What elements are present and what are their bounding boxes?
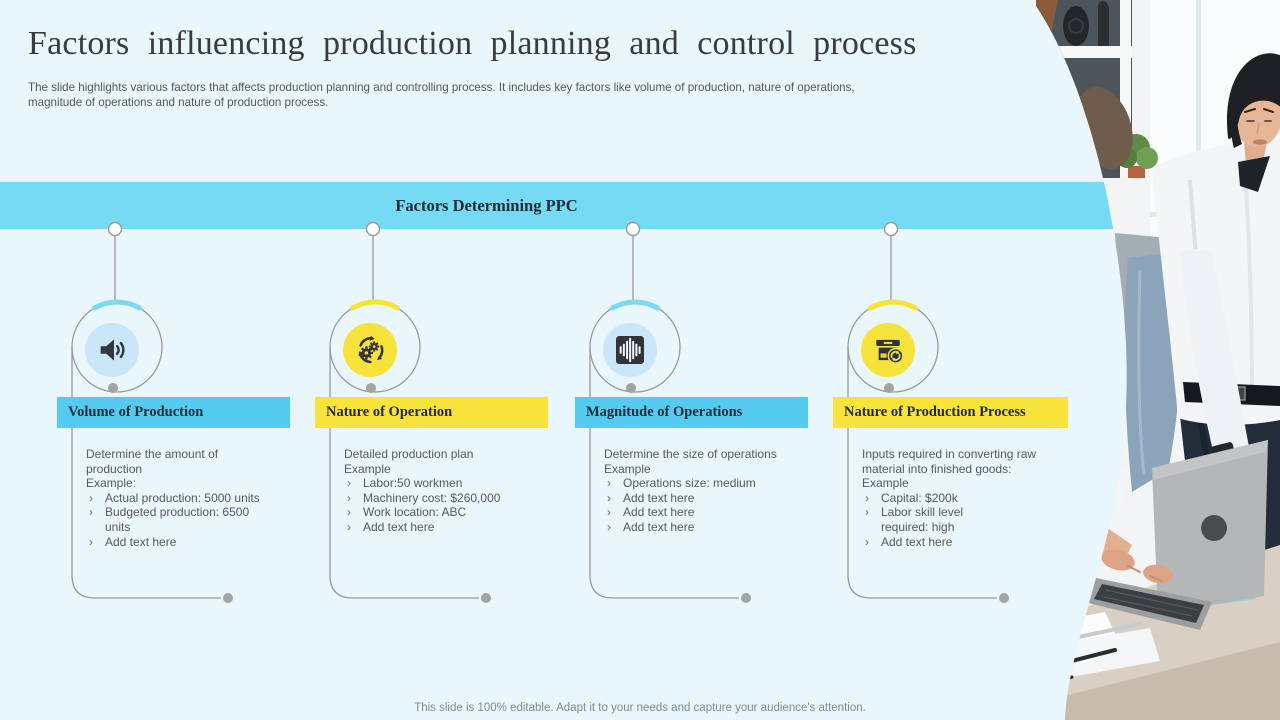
factor-icon-badge [85,323,139,377]
connector-graphic [329,221,491,603]
intro-line: Example [862,476,909,491]
factor-title: Volume of Production [57,397,290,428]
factor-icon-badge [343,323,397,377]
gears-sync-icon [358,335,384,364]
box-refresh-icon [876,339,904,364]
bullet-item: Add text here [86,535,290,550]
editable-note: This slide is 100% editable. Adapt it to… [414,702,866,714]
factor-title: Magnitude of Operations [575,397,808,428]
speaker-icon [100,339,125,361]
bullet-item: Labor skill level required: high [862,505,1066,534]
intro-line: Determine the size of operations [604,447,777,461]
connector-graphic [71,221,233,603]
factor-title: Nature of Operation [315,397,548,428]
photo-window [1150,0,1280,250]
waveform-icon [616,336,644,364]
connector-graphic [847,221,1009,603]
photo-hands [1088,520,1173,584]
bullet-list: Capital: $200kLabor skill level required… [862,491,1066,549]
factor-column-magnitude-of-operations: Magnitude of Operations Determine the si… [575,215,808,615]
bullet-list: Operations size: mediumAdd text hereAdd … [604,476,808,534]
intro-line: Example: [86,476,137,491]
factor-column-volume-of-production: Volume of Production Determine the amoun… [57,215,290,615]
intro-line: Inputs required in converting raw materi… [862,447,1037,476]
bullet-list: Actual production: 5000 unitsBudgeted pr… [86,491,290,549]
page-title: Factors influencing production planning … [28,25,917,62]
bullet-item: Add text here [604,491,808,506]
bullet-item: Add text here [604,505,808,520]
bullet-item: Operations size: medium [604,476,808,491]
intro-lines: Inputs required in converting raw materi… [862,447,1066,491]
intro-line: Example [604,461,651,476]
connector-graphic [589,221,751,603]
factor-column-nature-of-operation: Nature of Operation Detailed production … [315,215,548,615]
intro-line: Example [344,461,391,476]
factor-icon-badge [603,323,657,377]
bullet-item: Budgeted production: 6500 units [86,505,290,534]
factor-column-nature-of-production-process: Nature of Production Process Inputs requ… [833,215,1068,615]
factor-title: Nature of Production Process [833,397,1068,428]
photo-person [1152,53,1280,598]
bullet-item: Add text here [604,520,808,535]
page-subtitle: The slide highlights various factors tha… [28,81,855,109]
section-banner: Factors Determining PPC [0,182,1128,229]
factor-body: Inputs required in converting raw materi… [862,447,1066,549]
bullet-item: Capital: $200k [862,491,1066,506]
bullet-item: Work location: ABC [344,505,548,520]
factor-icon-badge [861,323,915,377]
section-banner-title: Factors Determining PPC [395,196,578,215]
bullet-list: Labor:50 workmenMachinery cost: $260,000… [344,476,548,534]
bullet-item: Add text here [344,520,548,535]
photo-shelf [1036,0,1158,178]
photo-laptop [1084,440,1268,630]
intro-line: Detailed production plan [344,447,474,461]
bullet-item: Labor:50 workmen [344,476,548,491]
bullet-item: Add text here [862,535,1066,550]
bullet-item: Actual production: 5000 units [86,491,290,506]
bullet-item: Machinery cost: $260,000 [344,491,548,506]
intro-line: Determine the amount of production [86,447,219,476]
